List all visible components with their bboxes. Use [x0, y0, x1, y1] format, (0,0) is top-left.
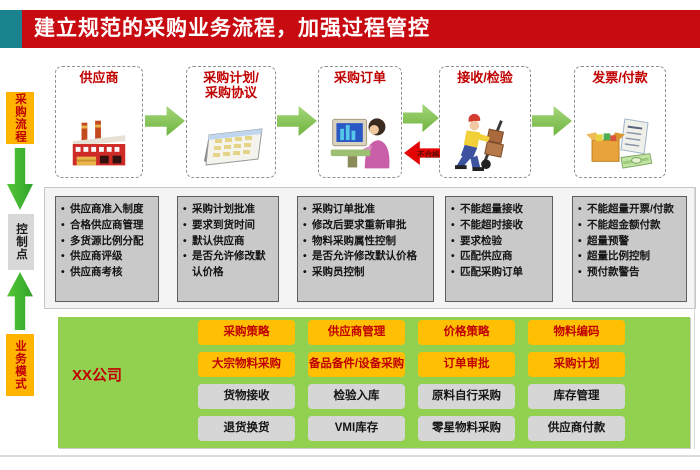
- control-item: 合格供应商管理: [61, 218, 155, 234]
- flow-step-title: 采购订单: [333, 70, 386, 85]
- module-button-inventory-management[interactable]: 库存管理: [528, 384, 625, 409]
- control-item: 物料采购属性控制: [303, 234, 430, 250]
- control-item: 供应商评级: [61, 249, 155, 265]
- arrow-right-icon: [532, 106, 572, 136]
- module-button-order-approval[interactable]: 订单审批: [418, 352, 515, 377]
- company-label: XX公司: [72, 367, 123, 384]
- control-item: 供应商考核: [61, 265, 155, 281]
- flow-step-purchase-plan: 采购计划/ 采购协议: [186, 66, 276, 178]
- flow-step-supplier: 供应商: [55, 66, 143, 178]
- control-item: 匹配供应商: [451, 249, 549, 265]
- reject-arrow-label: 不合格: [417, 150, 440, 159]
- control-list-invoice: 不能超量开票/付款 不能超金额付款 超量预警 超量比例控制 预付款警告: [572, 196, 687, 302]
- sidebar-label-control-points: 控制点: [8, 214, 34, 270]
- factory-icon: [56, 119, 142, 171]
- module-button-purchase-strategy[interactable]: 采购策略: [198, 320, 295, 345]
- control-list-plan: 采购计划批准 要求到货时间 默认供应商 是否允许修改默认价格: [177, 196, 279, 302]
- module-button-supplier-management[interactable]: 供应商管理: [308, 320, 405, 345]
- module-button-goods-receiving[interactable]: 货物接收: [198, 384, 295, 409]
- control-item: 是否允许修改默认价格: [303, 249, 430, 265]
- control-item: 多货源比例分配: [61, 234, 155, 250]
- sidebar-label-business-mode: 业务模式: [6, 334, 34, 396]
- order-computer-icon: [319, 113, 401, 171]
- arrow-right-icon: [145, 106, 185, 136]
- control-item: 匹配采购订单: [451, 265, 549, 281]
- page-title: 建立规范的采购业务流程，加强过程管控: [34, 17, 430, 40]
- arrow-up-icon: [7, 272, 33, 330]
- arrow-right-icon: [277, 106, 317, 136]
- plan-sheet-icon: [187, 123, 275, 171]
- module-button-bulk-material-purchase[interactable]: 大宗物料采购: [198, 352, 295, 377]
- title-bar: 建立规范的采购业务流程，加强过程管控: [22, 10, 700, 48]
- control-item: 默认供应商: [183, 234, 275, 250]
- control-item: 不能超时接收: [451, 218, 549, 234]
- control-item: 预付款警告: [578, 265, 683, 281]
- flow-step-title: 接收/检验: [457, 70, 513, 85]
- control-item: 采购订单批准: [303, 202, 430, 218]
- module-button-raw-material-self-purchase[interactable]: 原料自行采购: [418, 384, 515, 409]
- flow-step-purchase-order: 采购订单: [318, 66, 402, 178]
- control-item: 要求检验: [451, 234, 549, 250]
- arrow-down-icon: [7, 148, 33, 210]
- module-button-sporadic-material-purchase[interactable]: 零星物料采购: [418, 416, 515, 441]
- control-list-supplier: 供应商准入制度 合格供应商管理 多货源比例分配 供应商评级 供应商考核: [55, 196, 159, 302]
- module-button-return-exchange[interactable]: 退货换货: [198, 416, 295, 441]
- bottom-divider: [0, 455, 700, 457]
- control-item: 采购计划批准: [183, 202, 275, 218]
- control-item: 超量比例控制: [578, 249, 683, 265]
- module-button-supplier-payment[interactable]: 供应商付款: [528, 416, 625, 441]
- module-button-inspection-warehousing[interactable]: 检验入库: [308, 384, 405, 409]
- control-item: 供应商准入制度: [61, 202, 155, 218]
- right-divider: [694, 187, 695, 449]
- control-item: 修改后要求重新审批: [303, 218, 430, 234]
- control-item: 超量预警: [578, 234, 683, 250]
- flow-step-title: 发票/付款: [592, 70, 648, 85]
- business-button-grid: 采购策略 供应商管理 价格策略 物料编码 大宗物料采购 备品备件/设备采购 订单…: [198, 320, 625, 441]
- control-item: 不能超量开票/付款: [578, 202, 683, 218]
- receiving-worker-icon: [440, 113, 530, 171]
- module-button-vmi-inventory[interactable]: VMI库存: [308, 416, 405, 441]
- flow-step-receiving-inspection: 接收/检验: [439, 66, 531, 178]
- control-item: 采购员控制: [303, 265, 430, 281]
- flow-step-title: 采购计划/ 采购协议: [203, 70, 259, 100]
- module-button-price-strategy[interactable]: 价格策略: [418, 320, 515, 345]
- module-button-material-coding[interactable]: 物料编码: [528, 320, 625, 345]
- sidebar-label-procurement-process: 采购流程: [6, 92, 34, 144]
- header-accent-block: [0, 10, 22, 48]
- arrow-right-icon: [403, 103, 439, 133]
- control-item: 要求到货时间: [183, 218, 275, 234]
- flow-step-title: 供应商: [79, 70, 119, 85]
- module-button-spare-parts-equipment-purchase[interactable]: 备品备件/设备采购: [308, 352, 405, 377]
- control-item: 不能超量接收: [451, 202, 549, 218]
- control-item: 是否允许修改默认价格: [183, 249, 275, 281]
- flow-step-invoice-payment: 发票/付款: [574, 66, 666, 178]
- reject-arrow-left-icon: 不合格: [404, 141, 440, 165]
- control-list-order: 采购订单批准 修改后要求重新审批 物料采购属性控制 是否允许修改默认价格 采购员…: [297, 196, 434, 302]
- control-list-receiving: 不能超量接收 不能超时接收 要求检验 匹配供应商 匹配采购订单: [445, 196, 553, 302]
- invoice-payment-icon: [575, 117, 665, 171]
- control-item: 不能超金额付款: [578, 218, 683, 234]
- module-button-purchase-plan[interactable]: 采购计划: [528, 352, 625, 377]
